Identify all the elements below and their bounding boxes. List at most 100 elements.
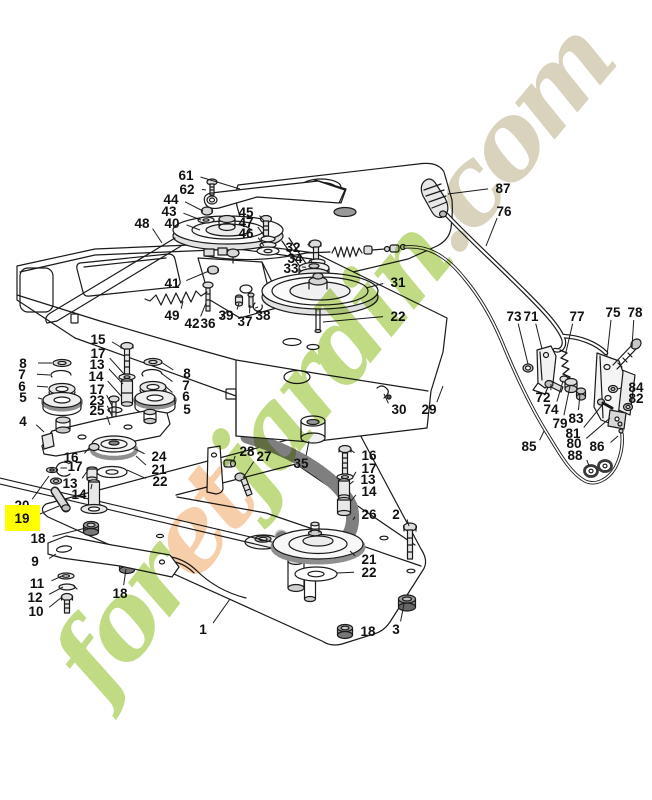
leader-line-32-11 (307, 241, 312, 246)
part-label-71-71: 71 (523, 309, 539, 324)
highlight-part-19[interactable] (5, 505, 40, 531)
part-label-16-60: 16 (361, 448, 377, 463)
leader-line-24-46 (134, 448, 145, 455)
cable-grommets (583, 459, 613, 478)
upper-toothed-pulley (55, 435, 139, 515)
deck-pulley-group (261, 239, 379, 334)
leader-line-78-74 (631, 319, 635, 348)
part-label-25-32: 25 (89, 403, 105, 418)
leader-line-5-40 (173, 397, 177, 404)
part-label-23-31: 23 (89, 393, 105, 408)
part-label-34-12: 34 (287, 251, 303, 266)
leader-line-11-53 (51, 575, 63, 582)
leader-line-39-20 (236, 302, 240, 310)
part-label-35-25: 35 (293, 456, 309, 471)
part-label-15-26: 15 (90, 332, 106, 347)
leader-line-18-56 (123, 568, 127, 586)
bearing-stacks (41, 357, 177, 417)
part-label-24-46: 24 (151, 449, 167, 464)
leader-line-23-31 (106, 405, 113, 417)
part-label-16-42: 16 (63, 450, 79, 465)
part-label-77-72: 77 (569, 309, 584, 324)
leader-line-16-42 (84, 447, 90, 454)
leader-line-1-57 (212, 598, 231, 624)
leader-line-46-8 (257, 237, 265, 247)
leader-line-48-5 (152, 228, 163, 244)
part-label-10-55: 10 (28, 604, 43, 619)
leader-line-19-50 (36, 505, 60, 516)
leader-line-29-23 (436, 385, 444, 403)
leader-line-22-15 (322, 316, 384, 323)
leader-line-12-54 (48, 586, 64, 595)
top-pulley (45, 206, 308, 324)
leader-line-5-36 (37, 397, 43, 400)
leader-line-13-62 (349, 480, 354, 485)
part-label-13-44: 13 (62, 476, 78, 491)
part-label-12-54: 12 (27, 590, 42, 605)
part-label-22-48: 22 (152, 474, 167, 489)
leader-line-37-21 (248, 304, 251, 314)
part-label-49-17: 49 (164, 308, 179, 323)
leader-line-42-18 (200, 302, 207, 317)
leader-line-20-49 (31, 475, 50, 500)
leader-line-13-28 (108, 368, 124, 385)
part-label-19-50[interactable]: 19 (14, 511, 29, 526)
part-label-8-37: 8 (183, 366, 191, 381)
engagement-cable (203, 243, 624, 485)
part-label-9-52: 9 (31, 554, 39, 569)
leader-line-45-6 (259, 215, 265, 222)
leader-line-8-37 (160, 361, 174, 371)
leader-line-88-85 (586, 459, 590, 467)
leader-line-15-26 (111, 341, 125, 350)
part-label-2-65: 2 (392, 507, 400, 522)
leader-line-43-3 (183, 212, 202, 221)
leader-line-14-29 (107, 380, 123, 398)
part-label-1-57: 1 (199, 622, 207, 637)
leader-line-34-12 (309, 259, 313, 263)
part-label-42-18: 42 (184, 316, 199, 331)
leader-line-35-25 (305, 440, 310, 456)
leader-line-10-55 (48, 596, 63, 608)
part-label-72-75: 72 (535, 390, 550, 405)
part-label-6-35: 6 (18, 379, 26, 394)
idler-bracket (41, 408, 171, 457)
leader-line-31-14 (365, 282, 384, 289)
part-label-14-45: 14 (71, 487, 87, 502)
foot-3 (397, 594, 417, 612)
leader-line-14-63 (350, 494, 357, 502)
leader-line-83-78 (577, 393, 581, 411)
leader-line-62-1 (201, 188, 207, 191)
part-label-3-69: 3 (392, 622, 400, 637)
part-label-43-3: 43 (161, 204, 177, 219)
nut-18c (336, 623, 354, 640)
leader-line-14-45 (90, 483, 93, 490)
leader-line-86-83 (610, 435, 619, 443)
leader-line-3-69 (400, 603, 405, 622)
part-label-14-63: 14 (361, 484, 377, 499)
part-label-40-4: 40 (164, 216, 179, 231)
part-label-14-29: 14 (88, 369, 104, 384)
leader-line-41-16 (186, 270, 210, 281)
leader-line-38-22 (254, 306, 259, 309)
part-label-81-81: 81 (565, 426, 581, 441)
part-label-8-33: 8 (19, 356, 27, 371)
part-label-62-1: 62 (179, 182, 194, 197)
part-label-39-20: 39 (218, 308, 233, 323)
part-label-21-66: 21 (361, 552, 377, 567)
leader-line-71-71 (535, 323, 543, 350)
leader-line-17-61 (352, 471, 357, 478)
leader-line-76-10 (485, 217, 498, 247)
part-label-83-78: 83 (568, 411, 584, 426)
part-label-18-56: 18 (112, 586, 128, 601)
part-label-18-68: 18 (360, 624, 376, 639)
leader-line-6-35 (36, 385, 49, 388)
part-label-47-7: 47 (238, 215, 253, 230)
part-label-17-61: 17 (361, 461, 376, 476)
part-label-32-11: 32 (285, 240, 300, 255)
part-label-22-15: 22 (390, 309, 405, 324)
leader-line-80-82 (585, 417, 611, 439)
part-label-17-43: 17 (67, 459, 82, 474)
leader-line-77-72 (565, 323, 574, 353)
part-label-73-70: 73 (506, 309, 522, 324)
